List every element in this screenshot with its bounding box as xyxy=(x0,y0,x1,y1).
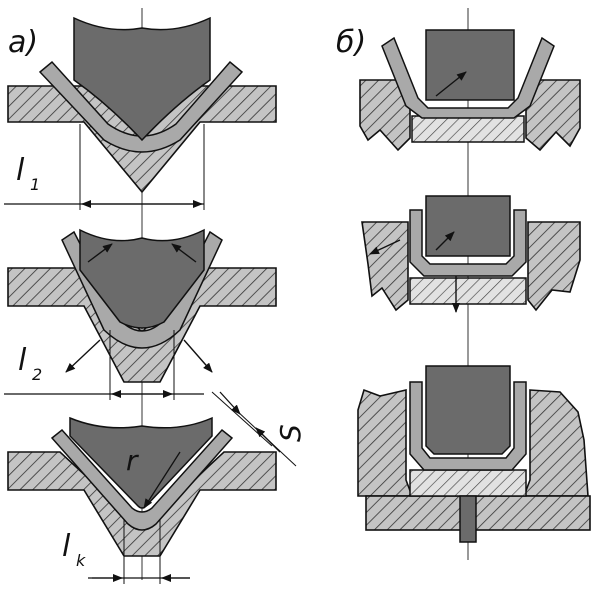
ejector-pin-b3 xyxy=(459,495,477,543)
stage-a2: l 2 xyxy=(4,228,277,400)
punch-a3 xyxy=(69,416,213,509)
spring-arrow-a2-right xyxy=(183,339,213,373)
ejector-b1 xyxy=(411,115,525,143)
punch-b1 xyxy=(425,29,515,101)
stage-b3 xyxy=(357,365,591,543)
spring-arrow-a2-left xyxy=(65,339,101,373)
stage-a3: r S l k xyxy=(7,391,307,584)
blank-a2 xyxy=(61,230,223,349)
bottom-plate-b3 xyxy=(365,495,591,531)
dim-r-leader xyxy=(143,451,181,509)
dim-lk-letter: l xyxy=(62,529,71,564)
punch-b3 xyxy=(425,365,511,455)
stage-b2 xyxy=(361,195,581,313)
panel-a-label: а) xyxy=(8,25,38,60)
dim-r-label: r xyxy=(126,444,139,477)
die-b3-right xyxy=(522,389,589,497)
blank-a3 xyxy=(50,428,234,531)
blank-b1 xyxy=(381,36,555,119)
dim-lk-sub: k xyxy=(76,551,86,570)
dim-l1-letter: l xyxy=(16,153,25,188)
blank-a1 xyxy=(38,60,244,153)
punch-a1 xyxy=(73,16,211,142)
dim-s-arrow-1 xyxy=(219,391,241,415)
ejector-b3 xyxy=(409,469,527,497)
dim-l1-sub: 1 xyxy=(30,175,40,194)
die-b2-left xyxy=(361,221,409,312)
dim-s-label: S xyxy=(274,424,307,442)
blank-b2 xyxy=(409,209,527,277)
punch-a2 xyxy=(79,228,205,329)
force-arrow-b2-right xyxy=(435,231,455,251)
die-b2-right xyxy=(527,221,581,312)
dim-l2-letter: l xyxy=(18,343,27,378)
ejector-b2 xyxy=(409,277,527,305)
panel-b-label: б) xyxy=(336,25,366,60)
stage-a1: l 1 xyxy=(4,16,277,210)
blank-b3 xyxy=(409,381,527,471)
die-b1-right xyxy=(525,79,581,152)
force-arrow-a2-left xyxy=(87,243,113,263)
stage-b1 xyxy=(359,29,581,152)
dim-l2-sub: 2 xyxy=(32,365,42,384)
dim-s-arrow-2 xyxy=(255,427,281,453)
force-arrow-a2-right xyxy=(171,243,197,263)
die-b3-left xyxy=(357,388,414,497)
force-arrow-b2-left xyxy=(369,239,401,255)
force-arrow-b1 xyxy=(435,71,467,97)
